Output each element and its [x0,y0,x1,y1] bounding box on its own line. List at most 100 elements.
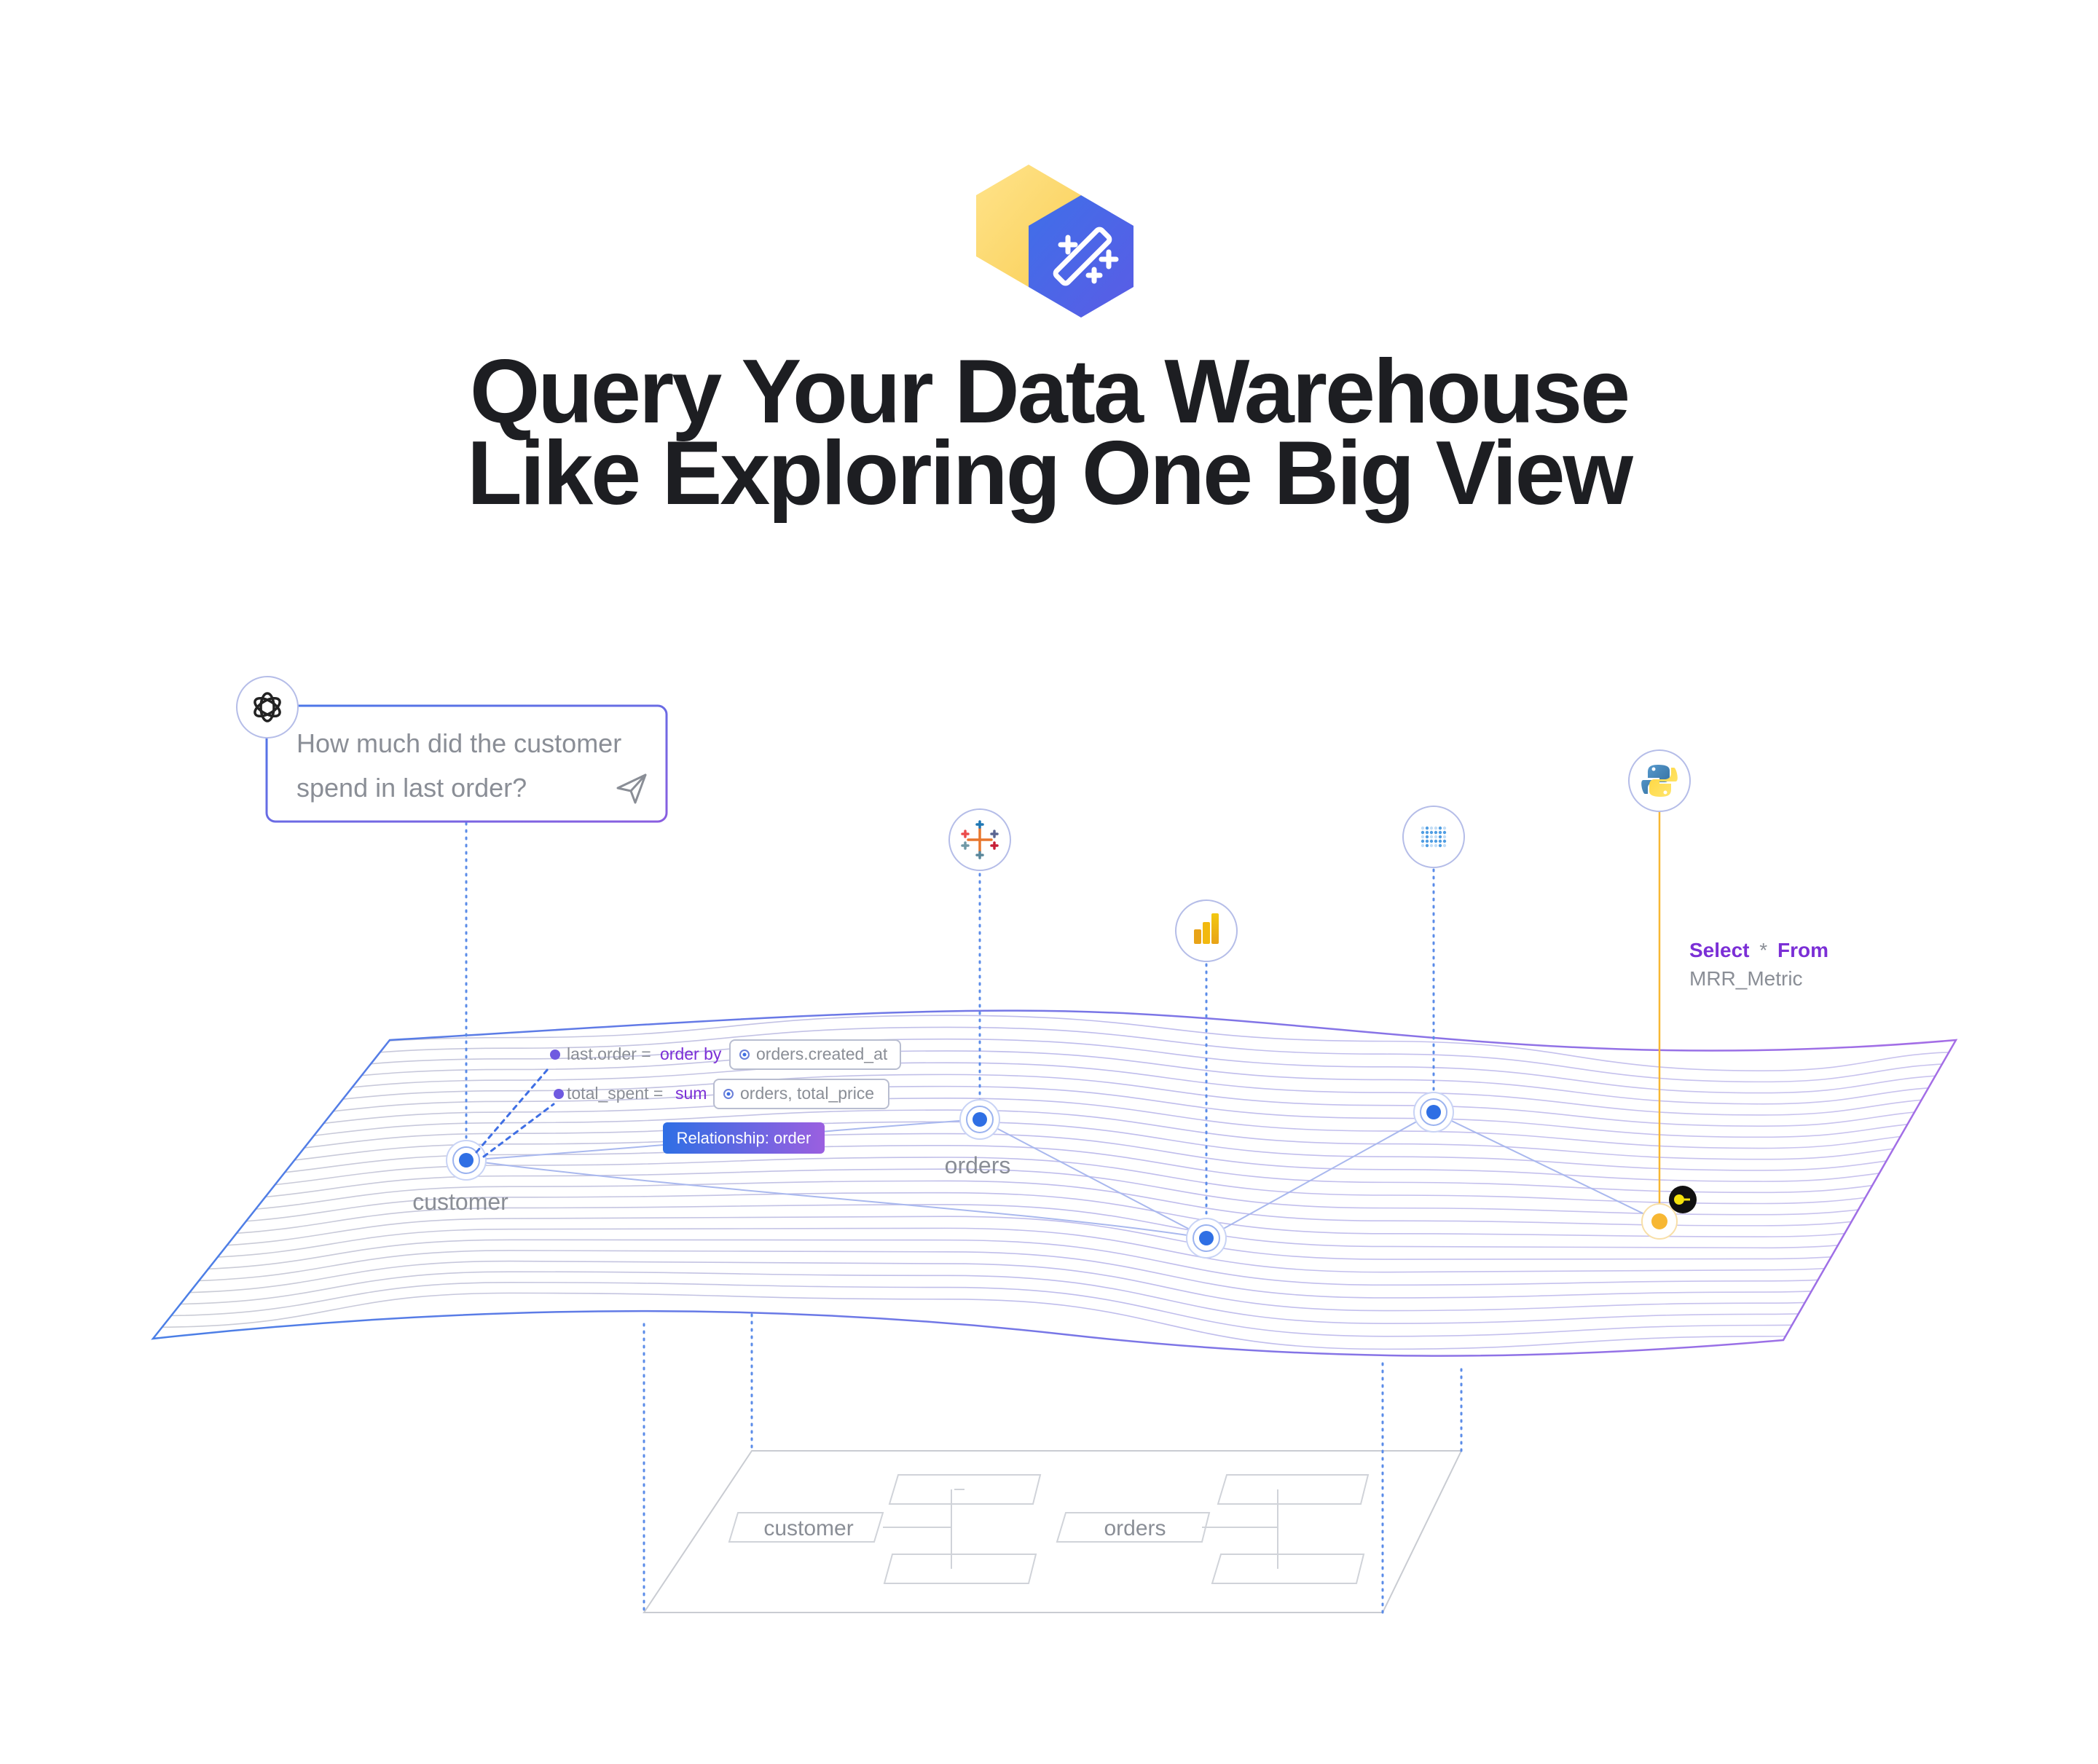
metabase-dot [1438,835,1442,839]
sheet-grid-line [153,1227,1956,1273]
metabase-dot [1421,830,1425,835]
metabase-dot [1425,830,1429,835]
total-spent-ref: orders, total_price [740,1084,874,1103]
sheet-grid-lines [153,1015,1956,1350]
sheet-grid-line [153,1281,1956,1337]
metabase-dot [1438,839,1442,843]
schema-box [1217,1474,1370,1505]
chat-prompt-line-2: spend in last order? [296,773,527,803]
node-label-customer: customer [412,1189,508,1215]
sheet-grid-line [153,1074,1956,1127]
node-python-target[interactable] [1641,1203,1678,1240]
schema-box-orders [1056,1512,1211,1543]
metabase-dot [1434,839,1438,843]
send-icon[interactable] [616,773,647,804]
sheet-grid-line [153,1292,1956,1350]
annotation-last-order: last.order = order by orders.created_at [550,1039,901,1070]
warehouse-table-orders: orders [1104,1516,1166,1540]
node-label-orders: orders [945,1152,1011,1178]
semantic-layer-sheet [151,1009,1958,1357]
sheet-grid-line [153,1144,1956,1194]
node-orders[interactable] [959,1099,1000,1140]
metabase-dot [1442,826,1447,830]
metabase-dot [1429,839,1434,843]
sheet-grid-line [153,1026,1956,1083]
sheet-grid-line [153,1250,1956,1299]
sheet-grid-line [153,1062,1956,1116]
openai-icon [236,676,299,739]
powerbi-icon [1175,899,1238,962]
annotation-links [475,1068,555,1158]
metabase-dot [1429,843,1434,848]
warehouse-schema [728,1474,1370,1584]
last-order-ref-chip [729,1039,901,1070]
sheet-grid-line [153,1050,1956,1105]
schema-box [1211,1554,1365,1584]
metabase-dot [1434,843,1438,848]
last-order-field: last.order = [567,1044,651,1063]
metabase-dot [1425,843,1429,848]
chat-prompt-line-1: How much did the customer [296,728,621,758]
sheet-grid-line [153,1098,1956,1149]
metabase-dot [1438,826,1442,830]
warehouse-table-customer: customer [763,1516,853,1540]
annotation-total-spent: total_spent = sum orders, total_price [554,1079,889,1109]
metabase-dot [1429,826,1434,830]
sheet-grid-line [153,1239,1956,1286]
magic-wand-icon [1053,227,1119,286]
sheet-grid-line [153,1216,1956,1260]
metabase-dot [1425,826,1429,830]
sheet-grid-line [153,1133,1956,1182]
sheet-grid-line [153,1085,1956,1138]
metabase-dot [1442,835,1447,839]
page-title-line-1: Query Your Data Warehouse [469,342,1630,442]
sheet-grid-line [153,1260,1956,1312]
metabase-dot [1434,830,1438,835]
sheet-grid-line [153,1168,1956,1216]
node-powerbi-target[interactable] [1186,1218,1227,1259]
python-icon [1628,749,1691,812]
node-customer[interactable] [446,1140,487,1181]
sql-select: Select [1689,939,1750,961]
metabase-dot [1434,826,1438,830]
relationship-badge[interactable]: Relationship: order [663,1122,825,1154]
sql-snippet: Select * From MRR_Metric [1689,939,1828,990]
total-spent-ref-chip [713,1079,889,1109]
sql-from: From [1777,939,1828,961]
metabase-dot [1425,835,1429,839]
sheet-grid-line [153,1192,1956,1237]
cube-icon [1669,1186,1697,1213]
last-order-ref: orders.created_at [756,1044,888,1063]
metabase-dot [1442,839,1447,843]
sql-star: * [1759,939,1767,961]
page-title-line-2: Like Exploring One Big View [467,423,1633,524]
schema-box-customer [728,1512,884,1543]
sql-table: MRR_Metric [1689,967,1803,990]
relationship-label: Relationship: order [677,1129,812,1147]
sheet-grid-line [153,1121,1956,1171]
metabase-dot [1429,835,1434,839]
metabase-dot [1442,830,1447,835]
tool-connectors [465,822,1435,1228]
metabase-dot [1421,826,1425,830]
total-spent-field: total_spent = [567,1084,663,1103]
metabase-icon [1402,806,1465,868]
tableau-icon [948,808,1011,871]
metabase-dot [1425,839,1429,843]
sheet-grid-line [153,1109,1956,1160]
metabase-dot [1421,839,1425,843]
metabase-dot [1421,843,1425,848]
schema-box [883,1554,1037,1584]
sheet-grid-line [153,1204,1956,1249]
last-order-keyword: order by [660,1044,722,1063]
svg-text:Select * From: Select * From [1689,939,1828,961]
product-logo [976,165,1134,318]
metabase-dot [1438,830,1442,835]
metabase-dot [1421,835,1425,839]
node-metabase-target[interactable] [1413,1092,1454,1133]
warehouse-connectors [643,1313,1463,1614]
metabase-dot [1442,843,1447,848]
chat-prompt-box[interactable] [265,704,668,823]
